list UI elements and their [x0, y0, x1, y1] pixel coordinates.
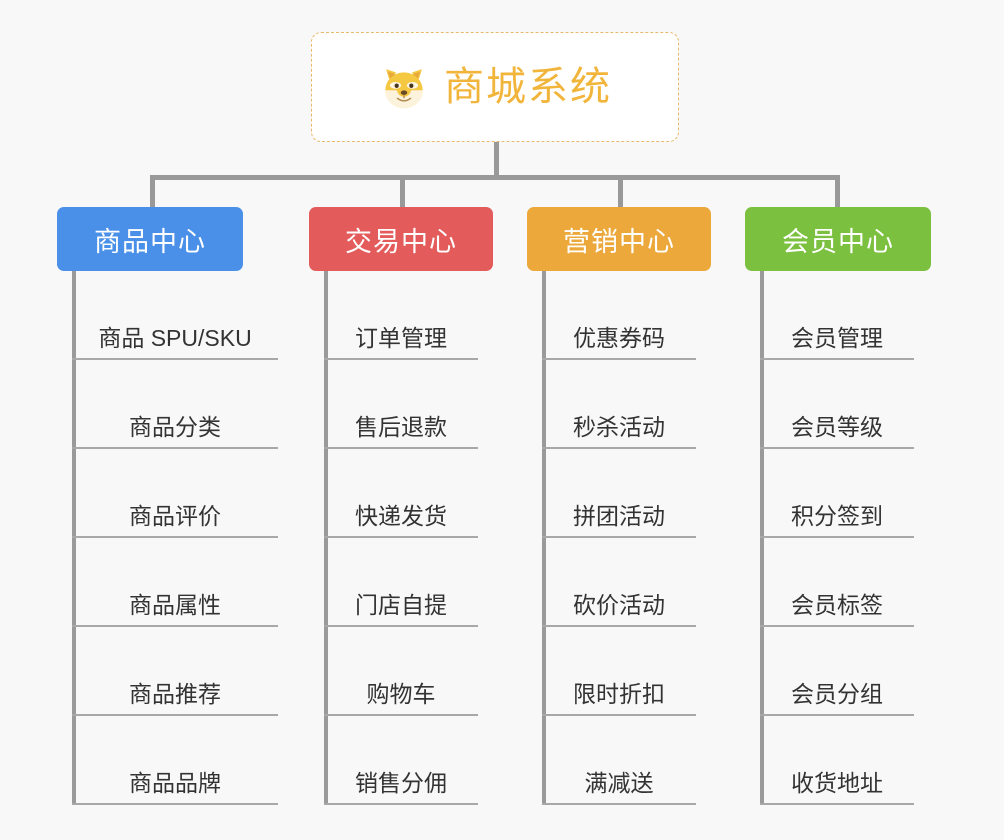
leaf-item-label: 满减送 — [584, 769, 654, 796]
leaf-item-label: 会员分组 — [791, 680, 883, 707]
leaf-item[interactable]: 订单管理 — [324, 271, 478, 360]
column-spine — [760, 271, 764, 805]
leaf-item-label: 商品推荐 — [129, 680, 221, 707]
leaf-item[interactable]: 门店自提 — [324, 538, 478, 627]
leaf-item-label: 售后退款 — [355, 413, 447, 440]
leaf-item[interactable]: 快递发货 — [324, 449, 478, 538]
leaf-item[interactable]: 满减送 — [542, 716, 696, 805]
leaf-item-label: 会员管理 — [791, 324, 883, 351]
leaf-item[interactable]: 商品 SPU/SKU — [72, 271, 278, 360]
leaf-item[interactable]: 商品品牌 — [72, 716, 278, 805]
leaf-item-label: 砍价活动 — [573, 591, 665, 618]
leaf-item-label: 积分签到 — [791, 502, 883, 529]
shiba-dog-face-icon — [385, 69, 423, 109]
leaf-item-label: 商品品牌 — [129, 769, 221, 796]
leaf-item-label: 优惠券码 — [573, 324, 665, 351]
category-box-1[interactable]: 商品中心 — [57, 207, 243, 271]
leaf-item-label: 商品评价 — [129, 502, 221, 529]
leaf-item-label: 秒杀活动 — [573, 413, 665, 440]
leaf-item[interactable]: 商品评价 — [72, 449, 278, 538]
category-label: 交易中心 — [345, 226, 457, 257]
leaf-item-label: 商品 SPU/SKU — [98, 324, 252, 351]
leaf-item[interactable]: 购物车 — [324, 627, 478, 716]
leaf-item[interactable]: 商品分类 — [72, 360, 278, 449]
connector-horizontal-bus — [150, 175, 840, 180]
leaf-item-label: 商品属性 — [129, 591, 221, 618]
leaf-item[interactable]: 会员等级 — [760, 360, 914, 449]
leaf-item-label: 快递发货 — [355, 502, 447, 529]
leaf-column-1: 商品 SPU/SKU 商品分类商品评价商品属性商品推荐商品品牌 — [72, 271, 278, 805]
leaf-item[interactable]: 商品推荐 — [72, 627, 278, 716]
leaf-item[interactable]: 砍价活动 — [542, 538, 696, 627]
leaf-item[interactable]: 会员分组 — [760, 627, 914, 716]
leaf-item[interactable]: 会员标签 — [760, 538, 914, 627]
connector-drop-3 — [618, 175, 623, 207]
column-spine — [324, 271, 328, 805]
leaf-item[interactable]: 售后退款 — [324, 360, 478, 449]
connector-drop-2 — [400, 175, 405, 207]
leaf-column-2: 订单管理售后退款快递发货门店自提购物车销售分佣 — [324, 271, 478, 805]
leaf-item-label: 销售分佣 — [355, 769, 447, 796]
leaf-item-label: 购物车 — [366, 680, 436, 707]
leaf-column-4: 会员管理会员等级积分签到会员标签会员分组收货地址 — [760, 271, 914, 805]
leaf-item[interactable]: 销售分佣 — [324, 716, 478, 805]
category-label: 会员中心 — [782, 226, 894, 257]
leaf-item-label: 收货地址 — [791, 769, 883, 796]
leaf-item[interactable]: 收货地址 — [760, 716, 914, 805]
leaf-item[interactable]: 优惠券码 — [542, 271, 696, 360]
root-title: 商城系统 — [444, 65, 612, 109]
leaf-item-label: 订单管理 — [355, 324, 447, 351]
category-box-4[interactable]: 会员中心 — [745, 207, 931, 271]
leaf-item-label: 门店自提 — [355, 591, 447, 618]
leaf-item[interactable]: 积分签到 — [760, 449, 914, 538]
connector-drop-4 — [835, 175, 840, 207]
connector-root-stem — [494, 142, 499, 178]
leaf-item[interactable]: 商品属性 — [72, 538, 278, 627]
leaf-item[interactable]: 限时折扣 — [542, 627, 696, 716]
category-box-2[interactable]: 交易中心 — [309, 207, 493, 271]
category-label: 营销中心 — [563, 226, 675, 257]
leaf-column-3: 优惠券码秒杀活动拼团活动砍价活动限时折扣满减送 — [542, 271, 696, 805]
category-label: 商品中心 — [94, 226, 206, 257]
leaf-item[interactable]: 秒杀活动 — [542, 360, 696, 449]
leaf-item-label: 会员标签 — [791, 591, 883, 618]
leaf-item-label: 限时折扣 — [573, 680, 665, 707]
leaf-item-label: 会员等级 — [791, 413, 883, 440]
leaf-item[interactable]: 会员管理 — [760, 271, 914, 360]
connector-drop-1 — [150, 175, 155, 207]
column-spine — [542, 271, 546, 805]
leaf-item[interactable]: 拼团活动 — [542, 449, 696, 538]
category-box-3[interactable]: 营销中心 — [527, 207, 711, 271]
leaf-item-label: 商品分类 — [129, 413, 221, 440]
column-spine — [72, 271, 76, 805]
leaf-item-label: 拼团活动 — [573, 502, 665, 529]
root-node[interactable]: 商城系统 — [311, 32, 679, 142]
